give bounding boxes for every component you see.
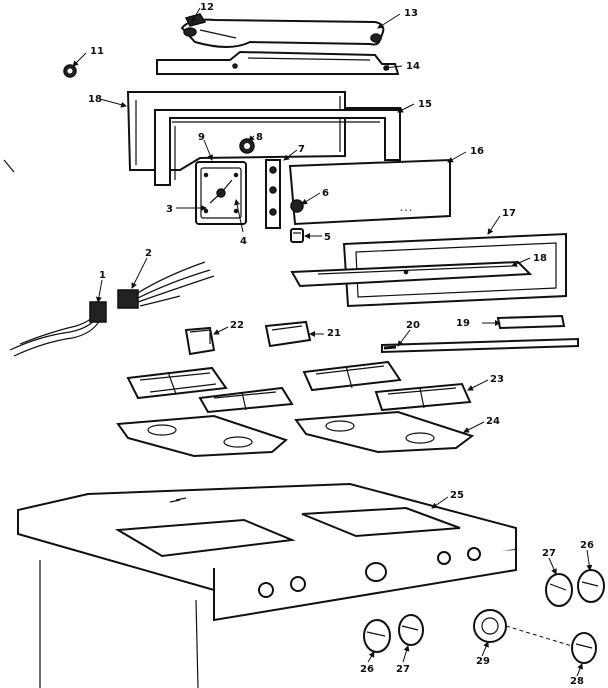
leader-lines — [72, 7, 593, 677]
callout-22: 22 — [230, 320, 244, 331]
part-26-knob-right — [577, 569, 605, 603]
callout-25: 25 — [450, 490, 464, 501]
part-24-drip-pans — [116, 410, 475, 458]
part-9-clock — [195, 161, 247, 225]
part-6-knob — [290, 199, 304, 213]
callout-1: 1 — [99, 270, 106, 281]
callout-18-lower: 18 — [533, 253, 547, 264]
callout-28: 28 — [570, 676, 584, 687]
part-21-bracket — [264, 320, 312, 348]
part-16-front-panel: • • • — [288, 158, 451, 226]
callout-27-right: 27 — [542, 548, 556, 559]
callout-14: 14 — [406, 61, 420, 72]
part-20-rod — [381, 337, 579, 354]
callout-11: 11 — [90, 46, 104, 57]
callout-3: 3 — [166, 204, 173, 215]
alignment-line — [505, 625, 573, 647]
part-19-rod — [496, 314, 566, 330]
callout-7: 7 — [298, 144, 305, 155]
part-22-bracket — [184, 326, 216, 356]
callout-9: 9 — [198, 132, 205, 143]
scan-mark — [3, 159, 15, 173]
part-1-wire-harness — [9, 301, 107, 357]
part-18-glass-panel — [290, 260, 533, 288]
callout-26-front: 26 — [360, 664, 374, 675]
part-7-strip — [265, 159, 281, 229]
panel-text: • • • — [400, 208, 412, 214]
part-8-knob — [239, 138, 255, 154]
part-27-knob-front — [398, 614, 424, 646]
part-23-grates — [126, 360, 472, 414]
callout-labels: 11 12 13 14 18 15 8 9 7 16 3 4 6 5 17 18… — [88, 2, 594, 687]
callout-20: 20 — [406, 320, 420, 331]
callout-18-top: 18 — [88, 94, 102, 105]
part-14-top-panel — [156, 50, 400, 75]
part-15-bracket-panel — [154, 109, 401, 186]
callout-4: 4 — [240, 236, 247, 247]
part-2-wire-harness — [117, 261, 215, 309]
part-13-bracket — [180, 18, 385, 48]
callout-19: 19 — [456, 318, 470, 329]
part-29-knob-ring — [473, 609, 507, 643]
part-11-nut — [63, 64, 77, 78]
part-25-cooktop — [17, 482, 517, 688]
callout-23: 23 — [490, 374, 504, 385]
callout-2: 2 — [145, 248, 152, 259]
part-5-clip — [290, 228, 304, 243]
callout-8: 8 — [256, 132, 263, 143]
part-27-knob-right — [545, 573, 573, 607]
callout-6: 6 — [322, 188, 329, 199]
callout-29: 29 — [476, 656, 490, 667]
callout-17: 17 — [502, 208, 516, 219]
callout-15: 15 — [418, 99, 432, 110]
part-28-knob — [571, 632, 597, 664]
callout-27-front: 27 — [396, 664, 410, 675]
callout-16: 16 — [470, 146, 484, 157]
callout-26-right: 26 — [580, 540, 594, 551]
callout-13: 13 — [404, 8, 418, 19]
callout-21: 21 — [327, 328, 341, 339]
callout-5: 5 — [324, 232, 331, 243]
callout-24: 24 — [486, 416, 500, 427]
part-26-knob-front — [363, 619, 391, 653]
callout-12: 12 — [200, 2, 214, 13]
